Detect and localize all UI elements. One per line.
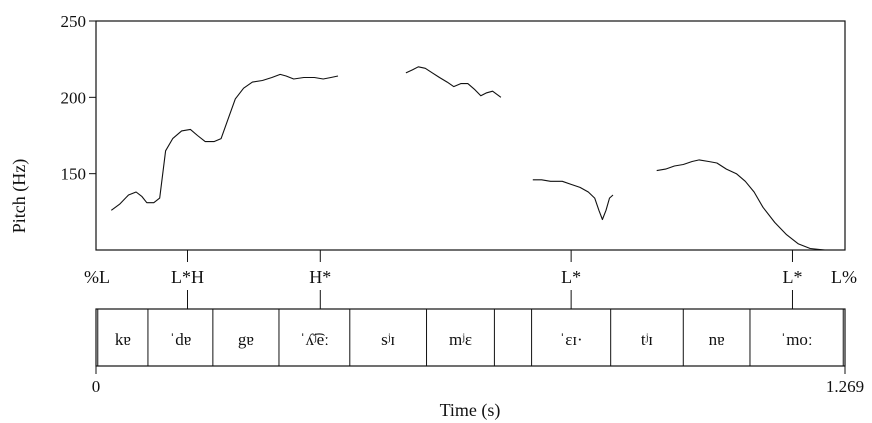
segment-label: tʲɪ [641,330,653,349]
tone-label: %L [84,267,110,287]
segment-tier: kɐ ˈdɐ gɐ ˈʎ͡ʲeː sʲɪ mʲɛ ˈɛɪ· tʲɪ nɐ ˈmoː [97,309,844,366]
x-axis-title: Time (s) [440,400,501,421]
segment-label: kɐ [115,330,131,349]
segment-label: ˈʎ͡ʲeː [300,330,329,349]
y-tick-label: 150 [61,165,87,184]
pitch-contours [110,66,837,251]
pitch-plot-frame [95,20,846,251]
segment-tier-frame [95,308,846,367]
y-axis-ticks: 150 200 250 [61,12,96,184]
x-tick-label-start: 0 [92,377,101,396]
x-tick-label-end: 1.269 [826,377,864,396]
y-axis-title: Pitch (Hz) [9,159,30,233]
segment-label: ˈmoː [781,330,813,349]
segment-label: ˈdɐ [170,330,192,349]
pitch-contour-3 [532,179,614,221]
y-tick-label: 250 [61,12,87,31]
tone-label: L*H [171,267,204,287]
pitch-contour-1 [110,73,339,211]
segment-label: sʲɪ [381,330,395,349]
tone-label: H* [309,267,331,287]
tone-label: L* [782,267,802,287]
segment-label: nɐ [709,330,725,349]
y-tick-label: 200 [61,88,87,107]
segment-label: mʲɛ [449,330,472,349]
pitch-contour-2 [405,66,502,98]
tone-tier: %L L*H H* L* L* L% [84,250,857,309]
segment-label: ˈɛɪ· [560,330,583,349]
tone-label: L* [561,267,581,287]
pitch-contour-4 [656,159,837,251]
tone-label: L% [831,267,857,287]
segment-label: gɐ [238,330,254,349]
